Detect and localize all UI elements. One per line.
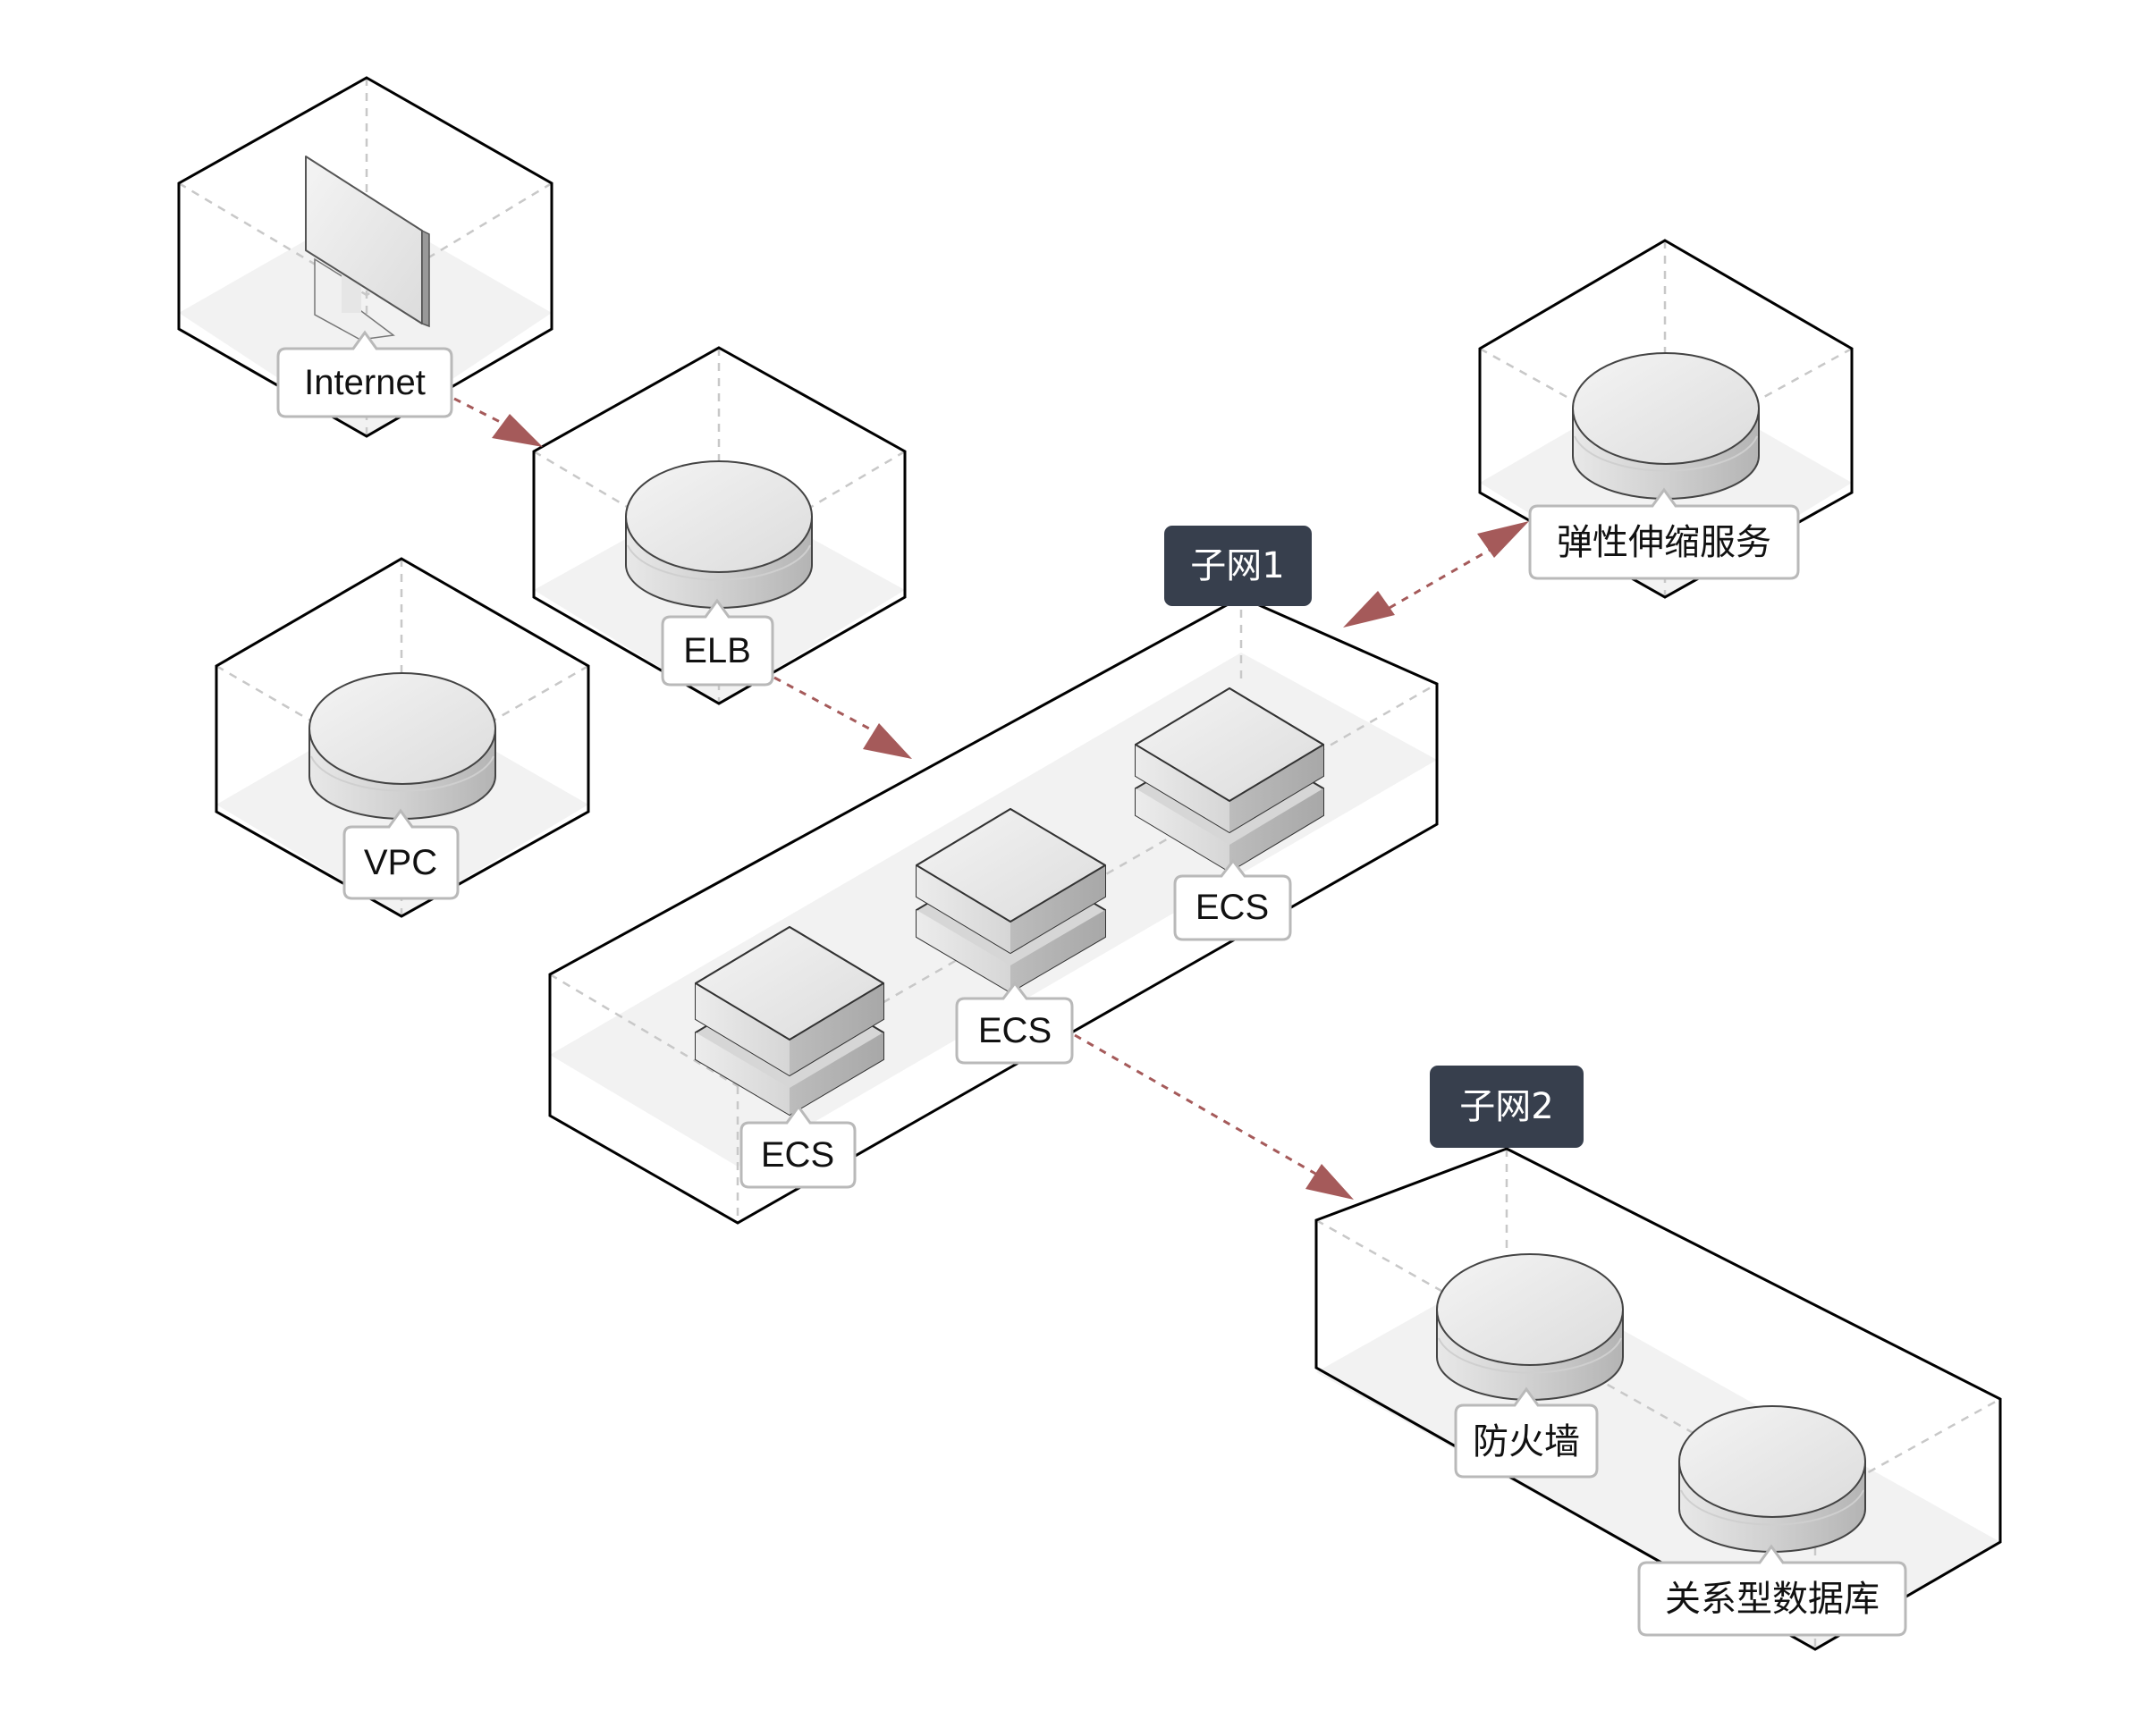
auto-scaling-node[interactable]: 弹性伸缩服务 bbox=[1478, 239, 1854, 599]
server-icon bbox=[1135, 687, 1324, 873]
subnet-outline bbox=[548, 595, 1439, 1225]
firewall-label: 防火墙 bbox=[1454, 1386, 1599, 1479]
database-label: 关系型数据库 bbox=[1637, 1544, 1907, 1637]
guide-line bbox=[366, 181, 553, 297]
flow-elb-to-subnet1 bbox=[773, 676, 912, 759]
disk-icon bbox=[1678, 1405, 1866, 1553]
subnet2-group[interactable]: 防火墙 关系型数据库 子网2 bbox=[1314, 1066, 2002, 1651]
firewall-node[interactable]: 防火墙 bbox=[1436, 1253, 1624, 1479]
guide-line bbox=[533, 450, 720, 563]
disk-icon bbox=[1436, 1253, 1624, 1401]
elb-node[interactable]: ELB bbox=[532, 346, 907, 705]
guide-line bbox=[549, 973, 739, 1088]
vpc-label: VPC bbox=[342, 808, 460, 900]
flow-ecs-to-subnet2 bbox=[1074, 1033, 1354, 1200]
internet-node[interactable]: Internet bbox=[177, 76, 553, 438]
guide-line bbox=[178, 181, 368, 297]
arrowhead-icon bbox=[492, 414, 543, 447]
arrowhead-icon bbox=[1477, 521, 1529, 558]
guide-line bbox=[1479, 347, 1666, 453]
label-text: ECS bbox=[978, 1011, 1052, 1050]
label-text: 关系型数据库 bbox=[1665, 1580, 1880, 1619]
database-node[interactable]: 关系型数据库 bbox=[1637, 1405, 1907, 1637]
label-text: VPC bbox=[364, 843, 437, 882]
label-text: 子网2 bbox=[1459, 1086, 1553, 1127]
label-text: Internet bbox=[304, 363, 426, 402]
auto-scaling-label: 弹性伸缩服务 bbox=[1528, 487, 1800, 580]
cube-outline bbox=[532, 346, 907, 705]
ecs-label: ECS bbox=[1173, 858, 1292, 941]
internet-label: Internet bbox=[276, 330, 453, 418]
subnet1-group[interactable]: ECS ECS bbox=[548, 526, 1439, 1225]
label-text: ELB bbox=[683, 631, 751, 670]
cube-outline bbox=[177, 76, 553, 438]
monitor-icon bbox=[305, 156, 430, 341]
ecs-server-2[interactable]: ECS bbox=[916, 807, 1106, 1065]
arrowhead-icon bbox=[863, 723, 912, 759]
label-text: 弹性伸缩服务 bbox=[1557, 523, 1771, 562]
disk-icon bbox=[308, 672, 496, 820]
elb-label: ELB bbox=[661, 598, 774, 687]
server-icon bbox=[695, 925, 884, 1117]
disk-icon bbox=[625, 460, 813, 609]
flow-subnet1-autoscaling bbox=[1343, 521, 1529, 628]
flow-internet-to-elb bbox=[453, 397, 543, 447]
arrowhead-icon bbox=[1343, 591, 1395, 628]
label-text: 防火墙 bbox=[1473, 1422, 1580, 1462]
guide-line bbox=[215, 664, 402, 775]
subnet2-label: 子网2 bbox=[1430, 1066, 1584, 1148]
ecs-label: ECS bbox=[955, 981, 1074, 1065]
cube-outline bbox=[215, 557, 590, 918]
arrowhead-icon bbox=[1305, 1164, 1354, 1200]
ecs-label: ECS bbox=[739, 1104, 857, 1189]
label-text: 子网1 bbox=[1190, 545, 1284, 586]
cube-outline bbox=[1478, 239, 1854, 599]
guide-line bbox=[718, 450, 906, 563]
label-text: ECS bbox=[1196, 888, 1269, 927]
ecs-server-1[interactable]: ECS bbox=[695, 925, 884, 1189]
label-text: ECS bbox=[761, 1135, 834, 1175]
server-icon bbox=[916, 807, 1106, 994]
subnet1-label: 子网1 bbox=[1164, 526, 1312, 606]
vpc-node[interactable]: VPC bbox=[215, 557, 590, 918]
ecs-server-3[interactable]: ECS bbox=[1135, 687, 1324, 941]
disk-icon bbox=[1572, 352, 1760, 500]
subnet-outline bbox=[1314, 1147, 2002, 1651]
